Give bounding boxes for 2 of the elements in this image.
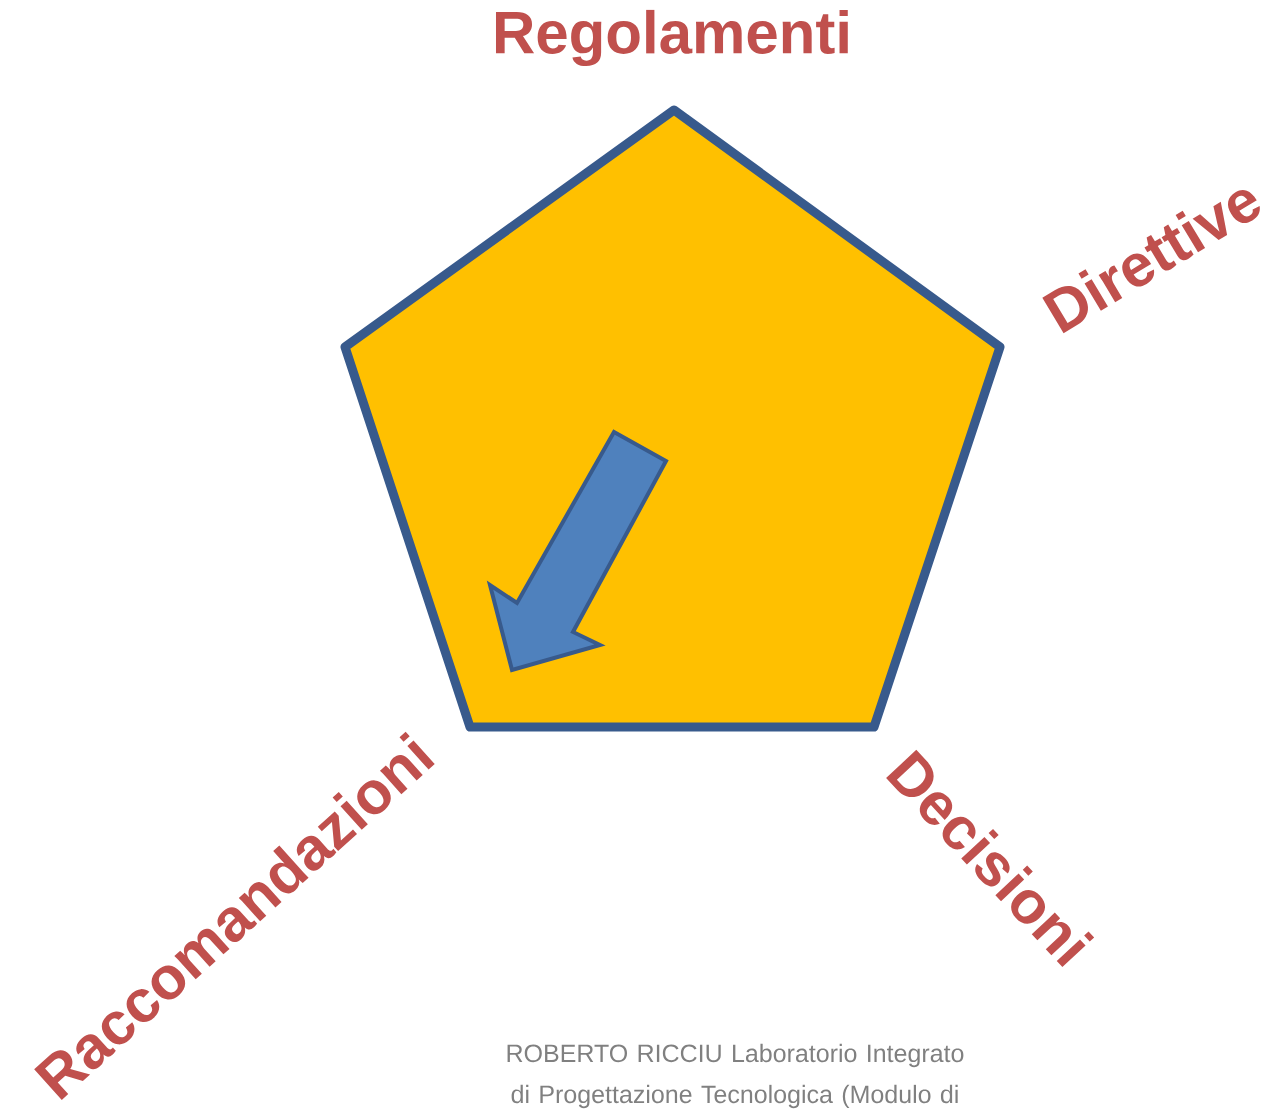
heading-text: Regolamenti bbox=[496, 9, 848, 67]
footer-text: ROBERTO RICCIU Laboratorio Integrato di Progettazione Tecnologica (Modulo di bbox=[507, 1043, 964, 1109]
